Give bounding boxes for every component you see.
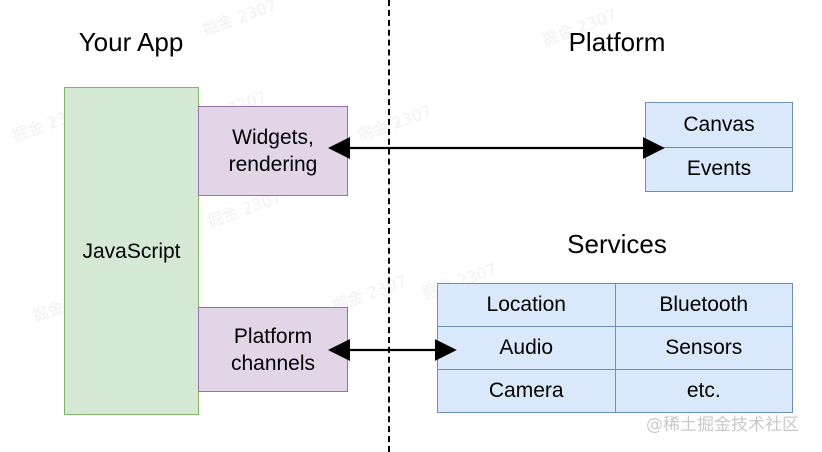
widgets-rendering-label: Widgets, rendering bbox=[228, 126, 318, 176]
platform-table[interactable]: Canvas Events bbox=[645, 102, 793, 192]
table-row: Location Bluetooth bbox=[438, 284, 792, 327]
heading-platform: Platform bbox=[568, 27, 666, 57]
table-row: Camera etc. bbox=[438, 369, 792, 412]
watermark: @稀土掘金技术社区 bbox=[646, 415, 799, 435]
services-table[interactable]: Location Bluetooth Audio Sensors Camera … bbox=[437, 283, 793, 413]
services-cell-audio[interactable]: Audio bbox=[438, 325, 616, 371]
platform-channels-box[interactable]: Platform channels bbox=[198, 307, 348, 392]
connector-widgets-to-canvas bbox=[328, 137, 665, 159]
table-row: Events bbox=[646, 146, 792, 191]
services-cell-camera[interactable]: Camera bbox=[438, 369, 616, 412]
platform-cell-canvas[interactable]: Canvas bbox=[646, 103, 792, 148]
javascript-box[interactable]: JavaScript bbox=[64, 87, 199, 415]
dashed-divider bbox=[388, 0, 390, 452]
widgets-rendering-box[interactable]: Widgets, rendering bbox=[198, 106, 348, 196]
table-row: Canvas bbox=[646, 103, 792, 148]
services-cell-location[interactable]: Location bbox=[438, 284, 616, 327]
connector-channels-to-services bbox=[328, 339, 457, 361]
services-cell-sensors[interactable]: Sensors bbox=[614, 325, 792, 371]
table-row: Audio Sensors bbox=[438, 325, 792, 371]
heading-your-app: Your App bbox=[78, 27, 184, 57]
services-cell-bluetooth[interactable]: Bluetooth bbox=[614, 284, 792, 327]
platform-cell-events[interactable]: Events bbox=[646, 146, 792, 191]
platform-channels-label: Platform channels bbox=[230, 324, 316, 375]
javascript-box-label: JavaScript bbox=[82, 239, 181, 263]
heading-services: Services bbox=[567, 229, 667, 259]
services-cell-etc[interactable]: etc. bbox=[614, 369, 792, 412]
